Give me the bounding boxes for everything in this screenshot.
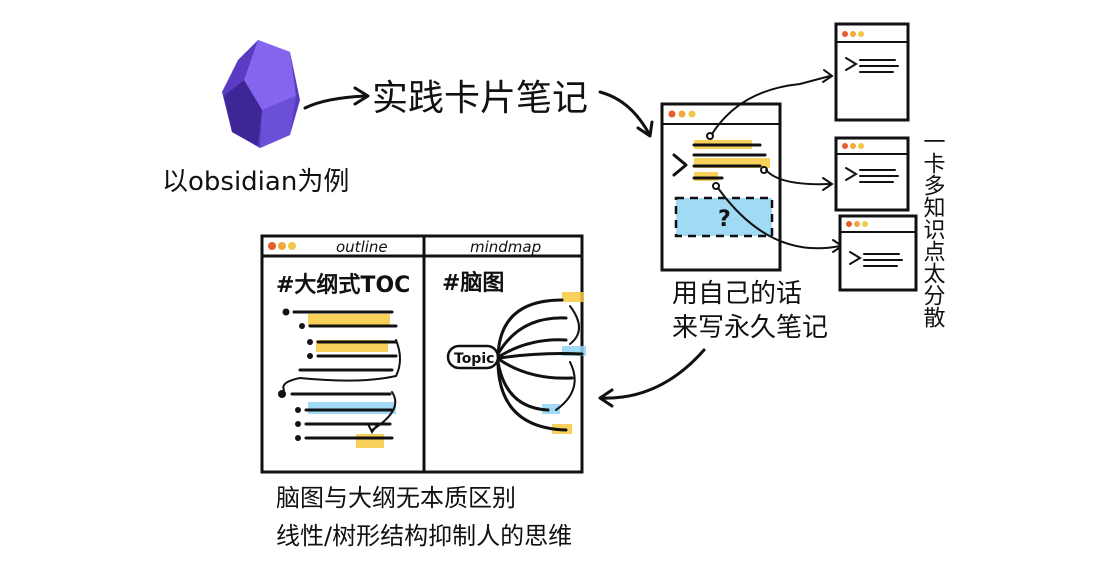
mindmap-branch: [496, 362, 568, 432]
tab-outline: outline: [336, 238, 388, 256]
small-note-card: [834, 136, 910, 212]
mindmap-branch: [496, 298, 564, 358]
outline-mindmap-window: outline mindmap #大纲式TOC #脑图 Topic: [260, 234, 586, 474]
small-note-card: [834, 22, 910, 122]
obsidian-logo: [222, 40, 300, 148]
window-dot-icon: [678, 110, 686, 118]
mindmap-branch: [498, 352, 584, 360]
example-label: 以obsidian为例: [162, 167, 349, 197]
connector-head: [822, 69, 834, 83]
small-note-card: [838, 214, 918, 292]
return-arrow: [600, 348, 706, 400]
own-words-line2: 来写永久笔记: [672, 313, 828, 343]
mindmap-link: [569, 305, 580, 345]
curve-arrow-head: [636, 120, 654, 138]
connector-head: [822, 177, 834, 191]
mindmap-branch: [498, 358, 574, 380]
connector-top: [711, 75, 831, 135]
curve-arrow: [598, 90, 650, 134]
window-dot-icon: [668, 110, 676, 118]
prompt-chevron-icon: [672, 153, 688, 177]
permanent-note-card: ?: [660, 102, 782, 272]
mindmap-link: [555, 361, 576, 411]
arrow-line: [303, 94, 367, 110]
tab-mindmap: mindmap: [470, 238, 541, 256]
topic-label: Topic: [454, 351, 494, 367]
connector-bottom: [717, 187, 841, 250]
window-dot-icon: [278, 242, 286, 250]
mindmap-branch: [496, 316, 568, 356]
mindmap-branch: [496, 360, 550, 412]
bottom-line1: 脑图与大纲无本质区别: [276, 484, 516, 512]
own-words-line1: 用自己的话: [672, 279, 802, 309]
mindmap-heading: #脑图: [442, 270, 504, 296]
window-dot-icon: [288, 242, 296, 250]
outline-heading: #大纲式TOC: [276, 272, 410, 298]
side-note: 一卡多知识点太分散: [920, 130, 946, 328]
bottom-line2: 线性/树形结构抑制人的思维: [276, 522, 572, 550]
connector-mid: [765, 169, 831, 186]
return-arrow-head: [598, 388, 614, 408]
question-mark: ?: [718, 207, 731, 232]
window-dot-icon: [688, 110, 696, 118]
arrow-head: [353, 86, 370, 106]
move-arrow: [282, 339, 401, 391]
practice-title: 实践卡片笔记: [372, 78, 588, 119]
mindmap-branch: [498, 338, 568, 358]
window-dot-icon: [268, 242, 276, 250]
